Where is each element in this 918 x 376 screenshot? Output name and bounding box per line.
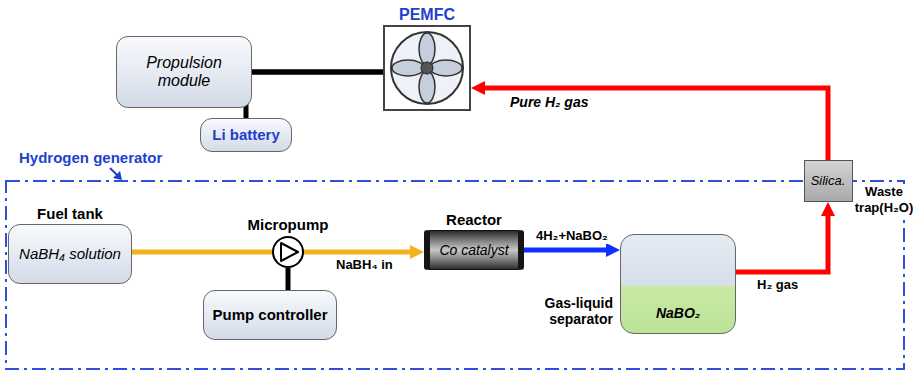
flow-stroke: [286, 268, 291, 290]
separator-tank: Gas-liquid separatorNaBO₂: [620, 234, 736, 334]
flow-line: [736, 202, 835, 272]
flow-stroke: [132, 250, 272, 255]
tank-title: Fuel tank: [37, 205, 103, 222]
region-title: Hydrogen generator: [19, 149, 162, 166]
pump-triangle: [281, 243, 298, 261]
arrow-head: [410, 245, 424, 259]
pump-symbol: [273, 237, 303, 267]
pointer-arrow: [110, 168, 122, 180]
flow-stroke: [524, 248, 609, 253]
region-outline: [5, 180, 905, 370]
fan-icon: [391, 32, 463, 104]
separator-title: Gas-liquid separator: [517, 295, 613, 327]
battery-box: Li battery: [200, 118, 292, 152]
flow-line: [471, 81, 828, 160]
fan-blade: [419, 71, 435, 103]
flow-stroke: [304, 250, 413, 255]
fan-hub: [421, 62, 433, 74]
generator-region: Hydrogen generatorFuel tankNaBH₄ solutio…: [5, 180, 905, 370]
module-name: Propulsion module: [125, 54, 243, 91]
flow-label: H₂ gas: [755, 278, 800, 293]
silica-box: Silica.: [804, 160, 853, 202]
flow-line: [246, 72, 383, 118]
fan-ring: [391, 32, 463, 104]
flow-stroke: [736, 213, 828, 272]
pointer-head: [113, 171, 122, 180]
flow-stroke: [246, 72, 383, 118]
pump-title: Micropump: [248, 216, 329, 233]
reactor-title: Reactor: [446, 211, 502, 228]
residue-name: NaBO₂: [656, 305, 700, 321]
controller-name: Pump controller: [212, 306, 327, 323]
silica-name: Silica.: [811, 174, 846, 189]
flow-stroke: [482, 88, 828, 160]
flow-label: 4H₂+NaBO₂: [534, 229, 610, 244]
arrow-head: [821, 202, 835, 216]
trap-label: Waste trap(H₂O): [853, 184, 915, 215]
module-box: Propulsion module: [116, 36, 252, 108]
reactor-cylinder: ReactorCo catalyst: [424, 230, 524, 270]
arrow-head: [471, 81, 485, 95]
flow-line: [524, 243, 620, 257]
controller-box: Pump controller: [203, 290, 337, 340]
flow-label: Pure H₂ gas: [508, 94, 590, 110]
catalyst-name: Co catalyst: [439, 242, 508, 258]
fan-blade: [392, 60, 424, 76]
pump-circle: [273, 237, 303, 267]
battery-name: Li battery: [212, 126, 280, 143]
tank-content: NaBH₄ solution: [19, 245, 121, 262]
fuel-cell-box: PEMFC: [383, 25, 471, 111]
flow-line: [304, 245, 424, 259]
arrow-head: [606, 243, 620, 257]
fan-blade: [430, 60, 462, 76]
fan-blade: [419, 33, 435, 65]
fuel-cell-title: PEMFC: [399, 6, 455, 24]
flow-line: [288, 268, 289, 290]
pump-node: Micropump: [272, 236, 304, 268]
flow-label: NaBH₄ in: [334, 258, 395, 273]
flow-line: [132, 252, 272, 253]
tank-box: Fuel tankNaBH₄ solution: [8, 224, 132, 284]
dash-dot-border: [6, 181, 904, 369]
